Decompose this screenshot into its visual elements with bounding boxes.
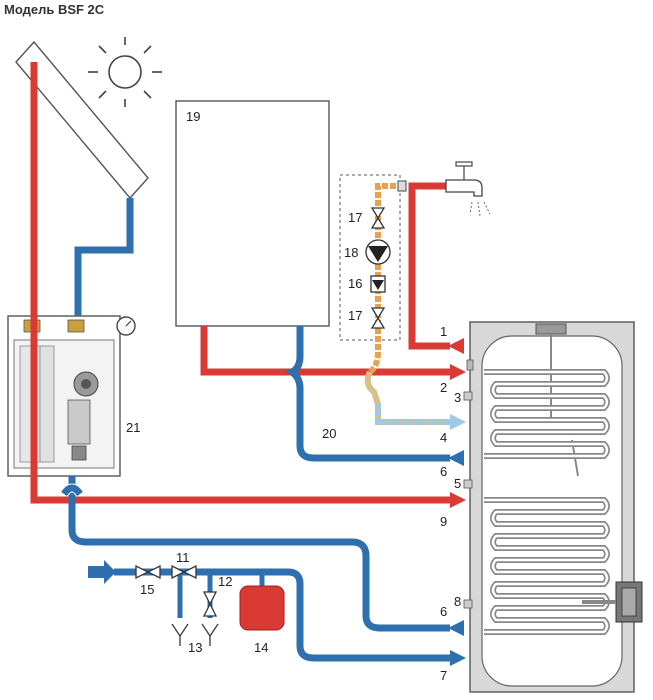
label-14: 14 [254, 640, 268, 655]
label-19: 19 [186, 109, 200, 124]
valve-icon [370, 207, 386, 329]
label-13: 13 [188, 640, 202, 655]
arrow-icon [448, 338, 466, 666]
pump-icon [365, 239, 391, 265]
boiler [175, 100, 330, 327]
pipe-1 [408, 182, 450, 350]
label-6a: 6 [440, 464, 447, 479]
drain-funnel-icon [171, 623, 219, 646]
solar-station [7, 315, 136, 477]
label-5: 5 [454, 476, 461, 491]
pipe-6-lower [68, 476, 450, 632]
recirculation-pipe [368, 183, 404, 375]
label-7: 7 [440, 668, 447, 683]
diagram-title: Модель BSF 2C [4, 2, 105, 17]
sun-icon [88, 37, 162, 107]
label-21: 21 [126, 420, 140, 435]
label-8: 8 [454, 594, 461, 609]
solar-return-pipe [74, 198, 134, 316]
label-16: 16 [348, 276, 362, 291]
label-9: 9 [440, 514, 447, 529]
circulation-group-box [339, 174, 401, 341]
label-3: 3 [454, 390, 461, 405]
label-2: 2 [440, 380, 447, 395]
check-valve-icon [370, 275, 386, 293]
label-17b: 17 [348, 308, 362, 323]
solar-collector [15, 40, 149, 200]
pipe-7 [114, 568, 450, 662]
valve-icon [135, 564, 218, 617]
faucet-icon [397, 161, 491, 217]
expansion-vessel-icon [239, 585, 285, 631]
electric-heater [582, 581, 643, 623]
label-6b: 6 [440, 604, 447, 619]
label-1: 1 [440, 324, 447, 339]
label-18: 18 [344, 245, 358, 260]
pipe-6-upper [285, 326, 450, 462]
solar-flow-pipe [30, 62, 70, 504]
label-11: 11 [176, 550, 190, 565]
label-4: 4 [440, 430, 447, 445]
label-15: 15 [140, 582, 154, 597]
label-17a: 17 [348, 210, 362, 225]
label-12: 12 [218, 574, 232, 589]
label-20: 20 [322, 426, 336, 441]
cold-inlet-arrow-icon [88, 560, 116, 584]
